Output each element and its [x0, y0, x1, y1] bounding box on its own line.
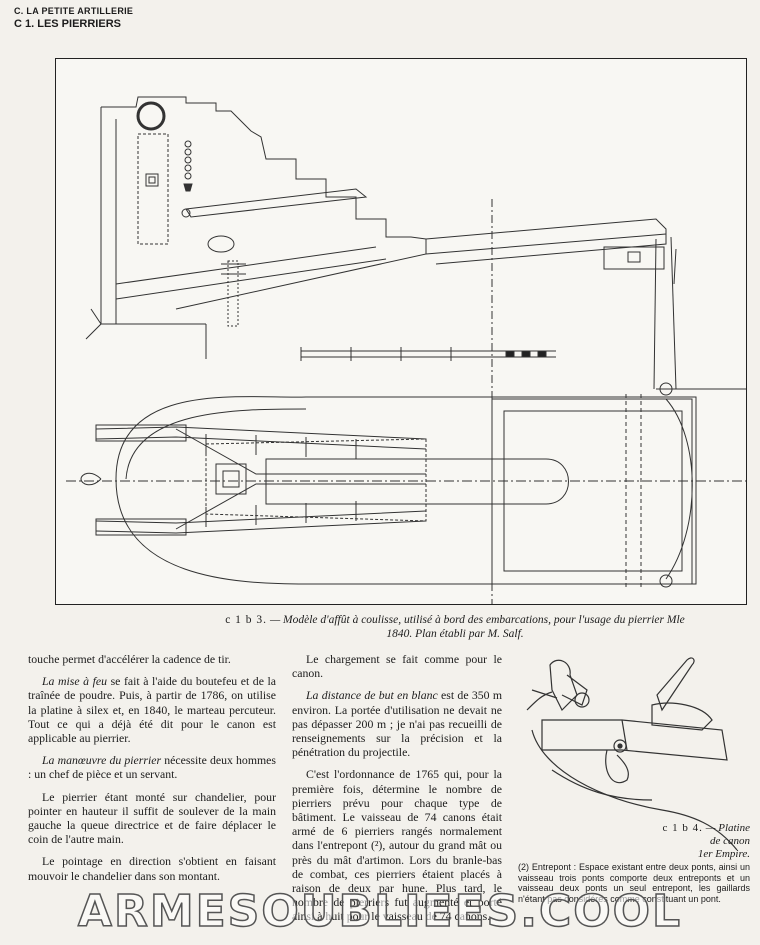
technical-drawing-plate — [55, 58, 747, 605]
paragraph: La manœuvre du pierrier nécessite deux h… — [28, 753, 276, 781]
header-section: C. LA PETITE ARTILLERIE — [14, 6, 134, 16]
paragraph: touche permet d'accélérer la cadence de … — [28, 652, 231, 666]
side-elevation-view — [85, 96, 746, 604]
chain-links — [184, 140, 192, 180]
plan-view — [66, 382, 746, 589]
paragraph: Le chargement se fait comme pour le cano… — [292, 652, 502, 681]
footnote: (2) Entrepont : Espace existant entre de… — [518, 862, 750, 904]
text-column-middle: Le chargement se fait comme pour le cano… — [292, 652, 502, 932]
figure2-caption-line3: 1er Empire. — [697, 848, 750, 860]
figure2-caption-line1: c 1 b 4. — Platine — [610, 822, 750, 835]
paragraph: C'est l'ordonnance de 1765 qui, pour la … — [292, 767, 502, 924]
paragraph-body: nécessite deux hommes : un chef de pièce… — [28, 753, 276, 782]
text-column-left: touche permet d'accélérer la cadence de … — [28, 652, 276, 891]
paragraph: La distance de but en blanc est de 350 m… — [292, 688, 502, 759]
plate-caption: c 1 b 3. — Modèle d'affût à coulisse, ut… — [225, 613, 685, 641]
figure2-caption-line2: de canon — [709, 835, 750, 847]
paragraph: La mise à feu se fait à l'aide du boutef… — [28, 674, 276, 745]
figure2-caption: c 1 b 4. — Platine de canon 1er Empire. — [610, 822, 750, 861]
paragraph: Le pointage en direction s'obtient en fa… — [28, 854, 276, 883]
paragraph-lead: La manœuvre du pierrier — [42, 753, 162, 768]
paragraph-body: est de 350 m environ. La portée d'utilis… — [292, 688, 502, 760]
gun-carriage-drawing — [66, 96, 746, 604]
paragraph-body: se fait à l'aide du boutefeu et de la tr… — [28, 674, 276, 746]
header-chapter: C 1. LES PIERRIERS — [14, 18, 121, 30]
paragraph: Le pierrier étant monté sur chandelier, … — [28, 789, 276, 847]
running-header: C. LA PETITE ARTILLERIE C 1. LES PIERRIE… — [14, 6, 133, 30]
paragraph-lead: La distance de but en blanc — [306, 688, 438, 703]
figure2-caption-title: — Platine — [705, 822, 750, 834]
watermark: ARMESOUBLIEES.COOL — [77, 885, 683, 938]
flintlock-illustration — [512, 650, 752, 865]
plate-caption-ref: c 1 b 3. — [225, 614, 268, 626]
scale-bar — [300, 347, 556, 361]
paragraph-lead: La mise à feu — [42, 674, 108, 689]
figure2-caption-ref: c 1 b 4. — [662, 822, 703, 834]
plate-caption-text: — Modèle d'affût à coulisse, utilisé à b… — [269, 614, 685, 640]
